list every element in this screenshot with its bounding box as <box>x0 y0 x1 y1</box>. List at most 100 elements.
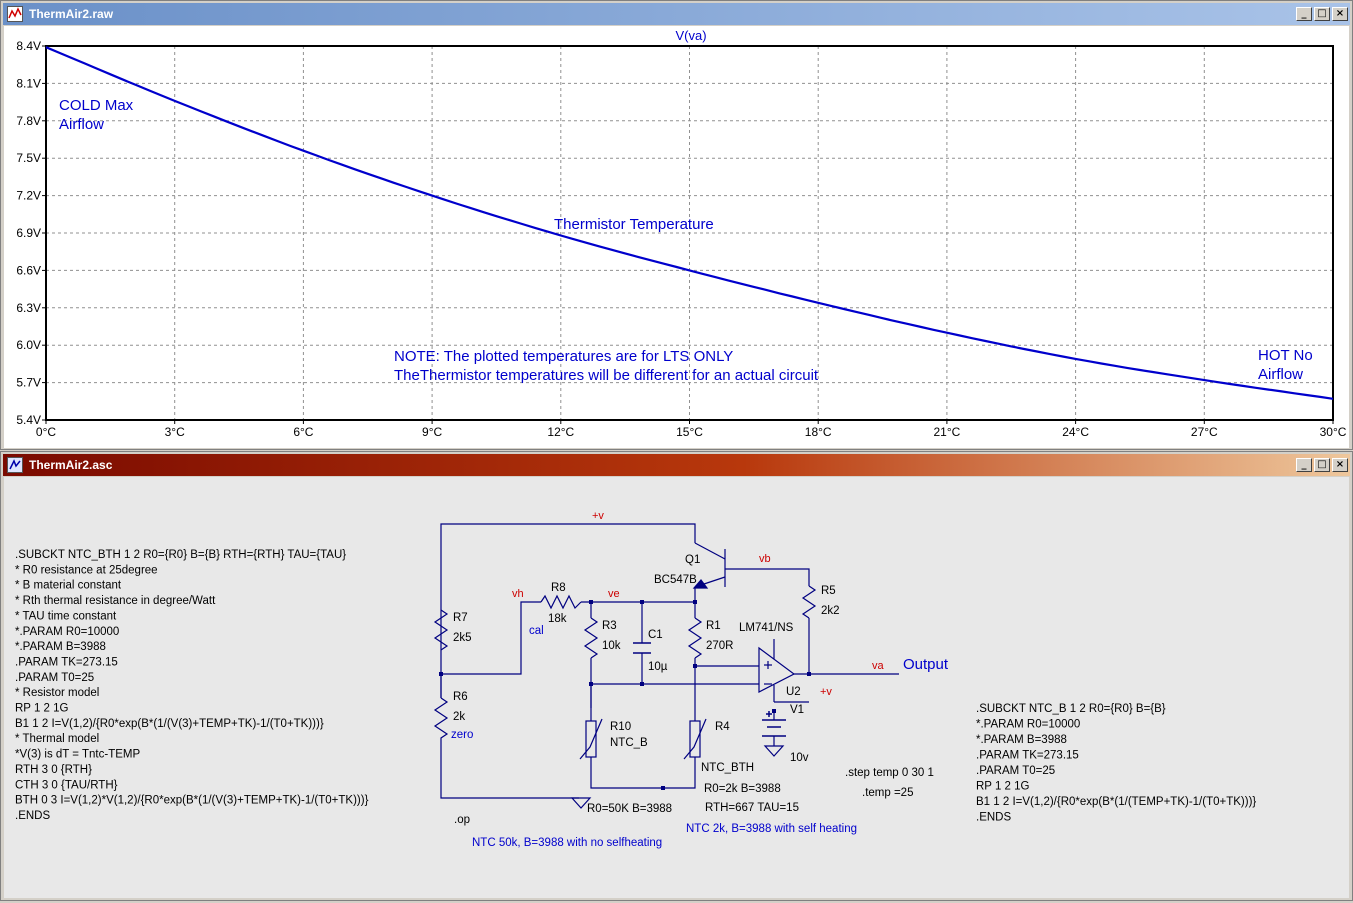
annotation-note-2: TheThermistor temperatures will be diffe… <box>394 367 819 384</box>
r8-name: R8 <box>551 582 566 594</box>
thermistor-symbols <box>579 718 707 760</box>
schematic-window-titlebar[interactable]: ThermAir2.asc _ □ × <box>3 454 1350 476</box>
spice-line: .ENDS <box>15 810 50 822</box>
r4-model: NTC_BTH <box>701 762 754 774</box>
spice-line: B1 1 2 I=V(1,2)/{R0*exp(B*(1/(TEMP+TK)-1… <box>976 796 1256 808</box>
r6-name: R6 <box>453 691 468 703</box>
cal-label: cal <box>529 625 544 637</box>
plot-window-titlebar[interactable]: ThermAir2.raw _ □ × <box>3 3 1350 25</box>
maximize-button[interactable]: □ <box>1314 7 1330 21</box>
opamp-u2-symbol <box>758 639 796 702</box>
schematic-icon <box>7 457 23 473</box>
net-label-vh: vh <box>512 588 524 600</box>
c1-value: 10µ <box>648 661 668 673</box>
net-label-vb: vb <box>759 553 771 565</box>
spice-line: .PARAM T0=25 <box>976 765 1055 777</box>
x-tick-label: 27°C <box>1191 425 1218 439</box>
r10-model: NTC_B <box>610 737 648 749</box>
op-directive[interactable]: .op <box>454 814 470 826</box>
capacitor-symbol <box>633 642 651 654</box>
window-title: ThermAir2.asc <box>29 458 113 472</box>
v1-name: V1 <box>790 704 804 716</box>
wires <box>440 523 899 799</box>
spice-line: * Thermal model <box>15 733 99 745</box>
y-tick-label: 7.5V <box>16 151 41 165</box>
annotation-hot-2: Airflow <box>1258 366 1303 383</box>
x-tick-label: 3°C <box>165 425 185 439</box>
r5-value: 2k2 <box>821 605 840 617</box>
y-tick-label: 7.2V <box>16 189 41 203</box>
spice-line: .PARAM TK=273.15 <box>15 656 118 668</box>
y-tick-label: 6.6V <box>16 263 41 277</box>
transistor-q1-symbol <box>692 542 726 589</box>
window-title: ThermAir2.raw <box>29 7 114 21</box>
x-tick-label: 30°C <box>1320 425 1347 439</box>
r1-value: 270R <box>706 640 734 652</box>
ntc2-note: NTC 2k, B=3988 with self heating <box>686 823 857 835</box>
x-tick-label: 0°C <box>36 425 56 439</box>
plot-frame <box>45 45 1334 421</box>
u2-model: LM741/NS <box>739 622 794 634</box>
series-layer <box>45 46 1334 400</box>
r4-params-2: RTH=667 TAU=15 <box>705 802 799 814</box>
spice-line: RTH 3 0 {RTH} <box>15 764 92 776</box>
output-label: Output <box>903 656 949 673</box>
spice-line: *.PARAM R0=10000 <box>15 626 119 638</box>
r6-value: 2k <box>453 711 465 723</box>
x-tick-label: 6°C <box>293 425 313 439</box>
spice-line: *.PARAM R0=10000 <box>976 719 1080 731</box>
comment-labels: cal zero Output NTC 50k, B=3988 with no … <box>451 625 949 849</box>
r4-name: R4 <box>715 721 730 733</box>
x-tick-label: 15°C <box>676 425 703 439</box>
spice-line: RP 1 2 1G <box>15 703 69 715</box>
q1-name: Q1 <box>685 554 700 566</box>
net-label-ve: ve <box>608 588 620 600</box>
y-tick-label: 6.9V <box>16 226 41 240</box>
subckt-text-left: .SUBCKT NTC_BTH 1 2 R0={R0} B={B} RTH={R… <box>15 549 369 822</box>
temp-directive[interactable]: .temp =25 <box>862 787 913 799</box>
annotation-cold-1: COLD Max <box>59 97 134 114</box>
spice-line: BTH 0 3 I=V(1,2)*V(1,2)/{R0*exp(B*(1/(V(… <box>15 795 369 807</box>
step-directive[interactable]: .step temp 0 30 1 <box>845 767 934 779</box>
v1-value: 10v <box>790 752 809 764</box>
net-label-pv-u2: +v <box>820 686 832 698</box>
y-tick-label: 8.4V <box>16 39 41 53</box>
y-tick-label: 7.8V <box>16 114 41 128</box>
spice-line: * Rth thermal resistance in degree/Watt <box>15 595 216 607</box>
close-button[interactable]: × <box>1332 7 1348 21</box>
schematic-drawing[interactable]: .SUBCKT NTC_BTH 1 2 R0={R0} B={B} RTH={R… <box>4 477 1351 898</box>
annotation-hot-1: HOT No <box>1258 347 1313 364</box>
r3-symbol <box>583 617 599 659</box>
maximize-button[interactable]: □ <box>1314 458 1330 472</box>
spice-line: *.PARAM B=3988 <box>15 641 106 653</box>
schematic-canvas[interactable]: .SUBCKT NTC_BTH 1 2 R0={R0} B={B} RTH={R… <box>4 477 1349 898</box>
x-tick-label: 24°C <box>1062 425 1089 439</box>
battery-v1-symbol <box>762 711 786 737</box>
r5-symbol <box>801 585 817 619</box>
r8-value: 18k <box>548 613 567 625</box>
r4-symbol <box>689 720 701 758</box>
close-button[interactable]: × <box>1332 458 1348 472</box>
net-label-pv-top: +v <box>592 510 604 522</box>
spice-line: .SUBCKT NTC_B 1 2 R0={R0} B={B} <box>976 703 1166 715</box>
y-tick-label: 6.0V <box>16 338 41 352</box>
series-line-va[interactable] <box>45 46 1334 400</box>
ground-icon <box>570 745 785 809</box>
annotation-mid: Thermistor Temperature <box>554 216 714 233</box>
y-tick-label: 5.7V <box>16 376 41 390</box>
minimize-button[interactable]: _ <box>1296 7 1312 21</box>
junctions <box>439 600 811 790</box>
schematic-window: ThermAir2.asc _ □ × .SUBCKT NTC_BTH 1 2 … <box>0 451 1353 901</box>
part-labels: Q1 BC547B R8 18k R7 2k5 R6 2k R3 10k C1 … <box>453 554 840 815</box>
r10-params: R0=50K B=3988 <box>587 803 672 815</box>
subckt-text-right: .SUBCKT NTC_B 1 2 R0={R0} B={B} *.PARAM R… <box>976 703 1256 824</box>
ntc50-note: NTC 50k, B=3988 with no selfheating <box>472 837 662 849</box>
spice-line: B1 1 2 I=V(1,2)/{R0*exp(B*(1/(V(3)+TEMP+… <box>15 718 324 730</box>
net-label-va: va <box>872 660 885 672</box>
trace-label[interactable]: V(va) <box>675 28 706 43</box>
minimize-button[interactable]: _ <box>1296 458 1312 472</box>
